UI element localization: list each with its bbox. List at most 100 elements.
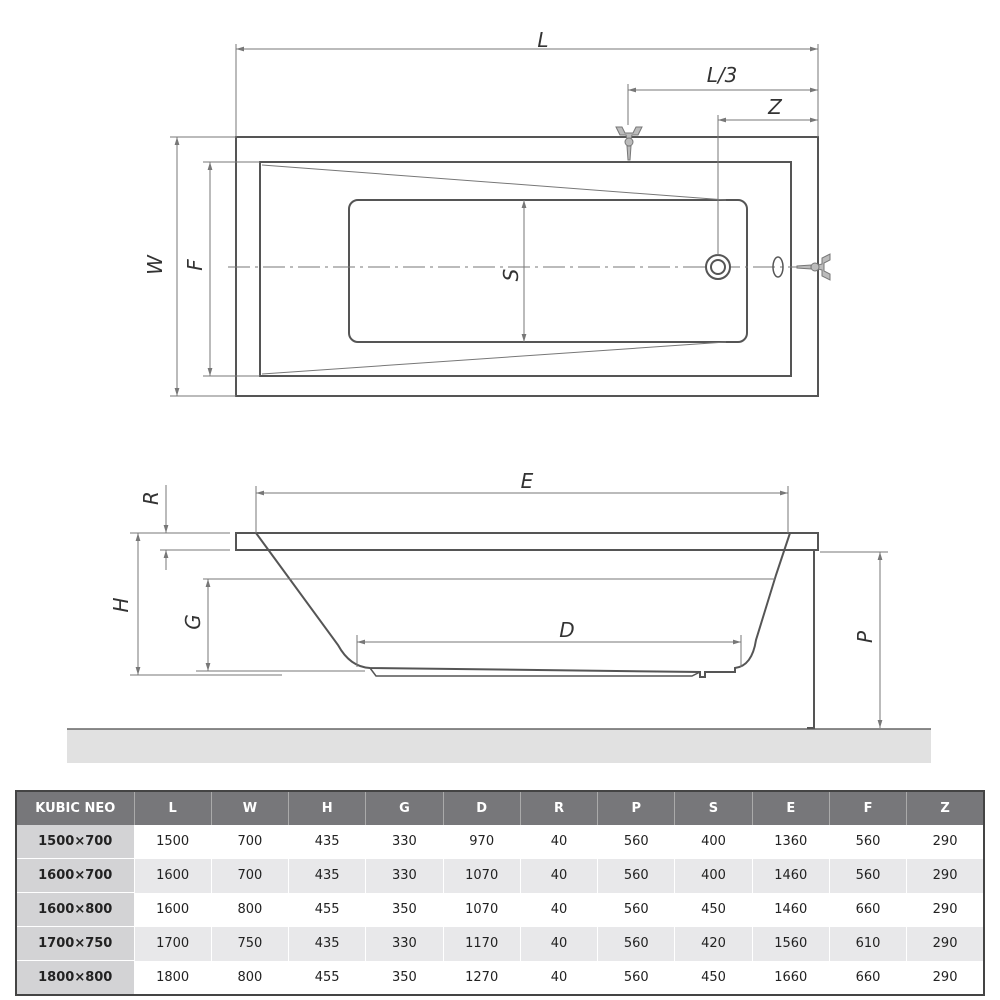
value-cell-W: 700 [210, 825, 289, 859]
dim-label-Z: Z [767, 95, 783, 119]
table-header-row: KUBIC NEO L W H G D R P S E F Z [16, 791, 984, 825]
value-cell-G: 350 [365, 892, 444, 927]
header-R: R [519, 791, 598, 825]
value-cell-Z: 290 [906, 858, 984, 893]
header-F: F [828, 791, 907, 825]
apron-panel [807, 550, 815, 729]
tub-profile [255, 532, 791, 678]
header-H: H [288, 791, 366, 825]
value-cell-H: 455 [288, 960, 366, 995]
model-cell: 1600×800 [16, 892, 134, 927]
header-Z: Z [906, 791, 984, 825]
value-cell-H: 435 [288, 926, 366, 961]
side-view: E R H G D P [67, 469, 931, 763]
value-cell-Z: 290 [906, 926, 984, 961]
value-cell-E: 1560 [751, 926, 830, 961]
value-cell-P: 560 [597, 926, 675, 961]
value-cell-W: 800 [210, 960, 289, 995]
value-cell-S: 450 [674, 892, 753, 927]
value-cell-G: 350 [365, 960, 444, 995]
overflow-icon [772, 256, 784, 278]
slope-line [261, 341, 727, 375]
dimensions-table: KUBIC NEO L W H G D R P S E F Z 1500×700… [15, 790, 985, 996]
value-cell-R: 40 [519, 825, 598, 859]
value-cell-S: 420 [674, 926, 753, 961]
value-cell-F: 560 [828, 825, 907, 859]
value-cell-D: 1070 [442, 858, 521, 893]
value-cell-F: 610 [828, 926, 907, 961]
value-cell-G: 330 [365, 825, 444, 859]
value-cell-F: 560 [828, 858, 907, 893]
dim-label-L3: L/3 [707, 63, 738, 87]
model-cell: 1800×800 [16, 960, 134, 996]
floor [67, 729, 931, 763]
header-P: P [597, 791, 675, 825]
value-cell-H: 435 [288, 825, 366, 859]
value-cell-F: 660 [828, 960, 907, 995]
drain-icon [705, 254, 731, 280]
value-cell-E: 1360 [751, 825, 830, 859]
value-cell-F: 660 [828, 892, 907, 927]
value-cell-L: 1600 [133, 892, 212, 927]
value-cell-G: 330 [365, 858, 444, 893]
value-cell-R: 40 [519, 960, 598, 995]
value-cell-D: 1170 [442, 926, 521, 961]
value-cell-L: 1800 [133, 960, 212, 995]
dim-label-H: H [109, 597, 133, 612]
dim-label-R: R [139, 491, 163, 505]
tub-inner-edge [259, 161, 792, 377]
value-cell-R: 40 [519, 892, 598, 927]
value-cell-Z: 290 [906, 825, 984, 859]
value-cell-P: 560 [597, 892, 675, 927]
tub-basin [348, 199, 748, 343]
value-cell-W: 750 [210, 926, 289, 961]
dim-label-W: W [143, 254, 167, 275]
value-cell-H: 455 [288, 892, 366, 927]
faucet-icon [796, 253, 831, 281]
header-G: G [365, 791, 444, 825]
header-model: KUBIC NEO [16, 791, 134, 825]
header-D: D [442, 791, 521, 825]
dim-label-E: E [521, 469, 534, 493]
header-E: E [751, 791, 830, 825]
value-cell-P: 560 [597, 825, 675, 859]
top-view: L L/3 Z W F S [143, 28, 831, 397]
value-cell-Z: 290 [906, 960, 984, 995]
value-cell-W: 800 [210, 892, 289, 927]
value-cell-R: 40 [519, 926, 598, 961]
value-cell-P: 560 [597, 960, 675, 995]
dim-label-D: D [559, 618, 574, 642]
slope-line [261, 164, 727, 201]
value-cell-D: 1270 [442, 960, 521, 995]
value-cell-G: 330 [365, 926, 444, 961]
value-cell-L: 1700 [133, 926, 212, 961]
value-cell-R: 40 [519, 858, 598, 893]
value-cell-W: 700 [210, 858, 289, 893]
value-cell-E: 1460 [751, 892, 830, 927]
header-W: W [210, 791, 289, 825]
header-S: S [674, 791, 753, 825]
value-cell-S: 450 [674, 960, 753, 995]
value-cell-E: 1460 [751, 858, 830, 893]
value-cell-H: 435 [288, 858, 366, 893]
model-cell: 1500×700 [16, 825, 134, 859]
value-cell-S: 400 [674, 858, 753, 893]
value-cell-D: 970 [442, 825, 521, 859]
value-cell-L: 1500 [133, 825, 212, 859]
value-cell-Z: 290 [906, 892, 984, 927]
value-cell-L: 1600 [133, 858, 212, 893]
dim-label-S: S [499, 268, 523, 281]
value-cell-P: 560 [597, 858, 675, 893]
value-cell-S: 400 [674, 825, 753, 859]
header-L: L [133, 791, 212, 825]
model-cell: 1600×700 [16, 858, 134, 893]
dim-label-L: L [537, 28, 548, 52]
value-cell-E: 1660 [751, 960, 830, 995]
dim-label-P: P [853, 630, 877, 643]
dim-label-F: F [183, 259, 207, 271]
